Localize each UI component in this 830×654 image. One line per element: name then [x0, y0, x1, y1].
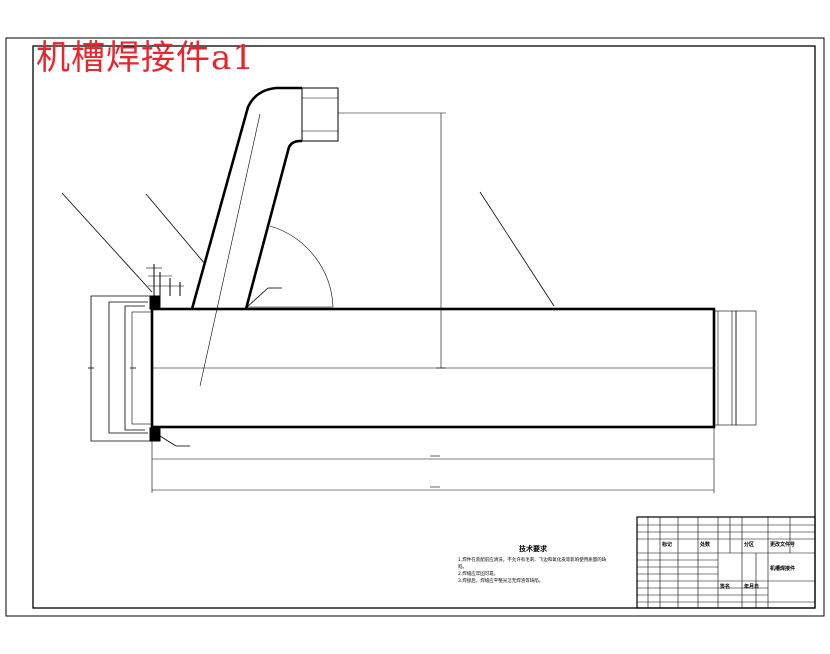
technical-requirements: 技术要求 1.焊件在装配前应清洗，不允许有毛刺、飞边和氧化皮等影响使用质量的缺陷… [458, 546, 608, 585]
technical-requirement-line: 1.焊件在装配前应清洗，不允许有毛刺、飞边和氧化皮等影响使用质量的缺陷。 [458, 558, 607, 570]
title-block-cell: 处数 [700, 542, 711, 548]
drawing-title-overlay: 机槽焊接件a1 [36, 38, 255, 78]
title-block-cell: 分区 [744, 542, 755, 548]
inclined-chute [190, 86, 339, 387]
trough-body [131, 307, 757, 429]
title-block-cell: 更改文件号 [770, 542, 796, 548]
left-flange [146, 264, 184, 442]
technical-requirement-line: 2.焊缝应牢固可靠。 [458, 572, 499, 577]
technical-requirements-heading: 技术要求 [519, 545, 547, 553]
technical-requirement-line: 3.焊接后，焊缝应平整光洁无焊渣等缺陷。 [458, 579, 544, 584]
title-block-cell: 签名 [720, 584, 731, 590]
drawing-name: 机槽焊接件 [770, 566, 796, 572]
title-block [636, 516, 816, 609]
angle-dimension [246, 225, 334, 308]
height-dimension [338, 112, 446, 369]
title-block-cell: 年月日 [744, 584, 760, 590]
length-dimensions [151, 427, 715, 493]
sheet-border [5, 37, 825, 617]
title-block-cell: 标记 [662, 542, 673, 548]
leader-lines [61, 191, 555, 447]
left-end-bracket [88, 295, 152, 442]
drawing-frame [32, 45, 816, 609]
